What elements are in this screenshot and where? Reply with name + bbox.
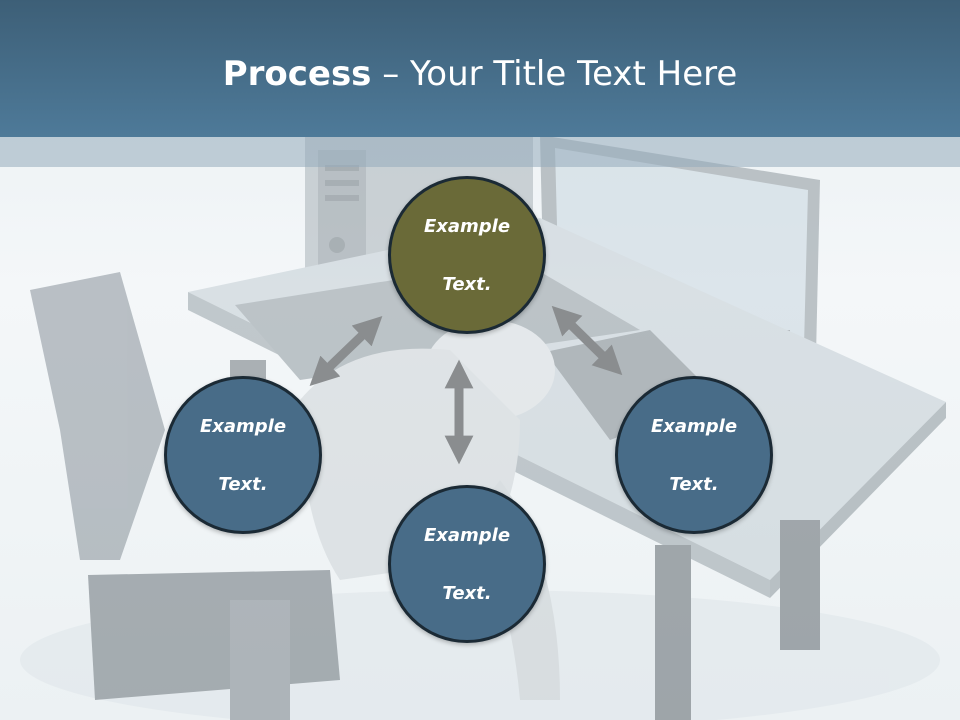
arrow-top-right [551,305,623,376]
node-top-line1: Example [423,215,511,237]
node-bottom-line1: Example [423,524,511,546]
node-right-line1: Example [650,415,738,437]
node-bottom-line2: Text. [442,582,492,604]
node-left-line2: Text. [218,473,268,495]
title-sub-band [0,137,960,167]
node-left-line1: Example [199,415,287,437]
title-bar [0,0,960,137]
slide-title: Process – Your Title Text Here [0,52,960,96]
slide-title-bold: Process [222,54,372,94]
node-top-line2: Text. [442,273,492,295]
arrow-top-left [309,316,383,386]
slide-title-rest: – Your Title Text Here [371,54,738,94]
node-right-line2: Text. [669,473,719,495]
